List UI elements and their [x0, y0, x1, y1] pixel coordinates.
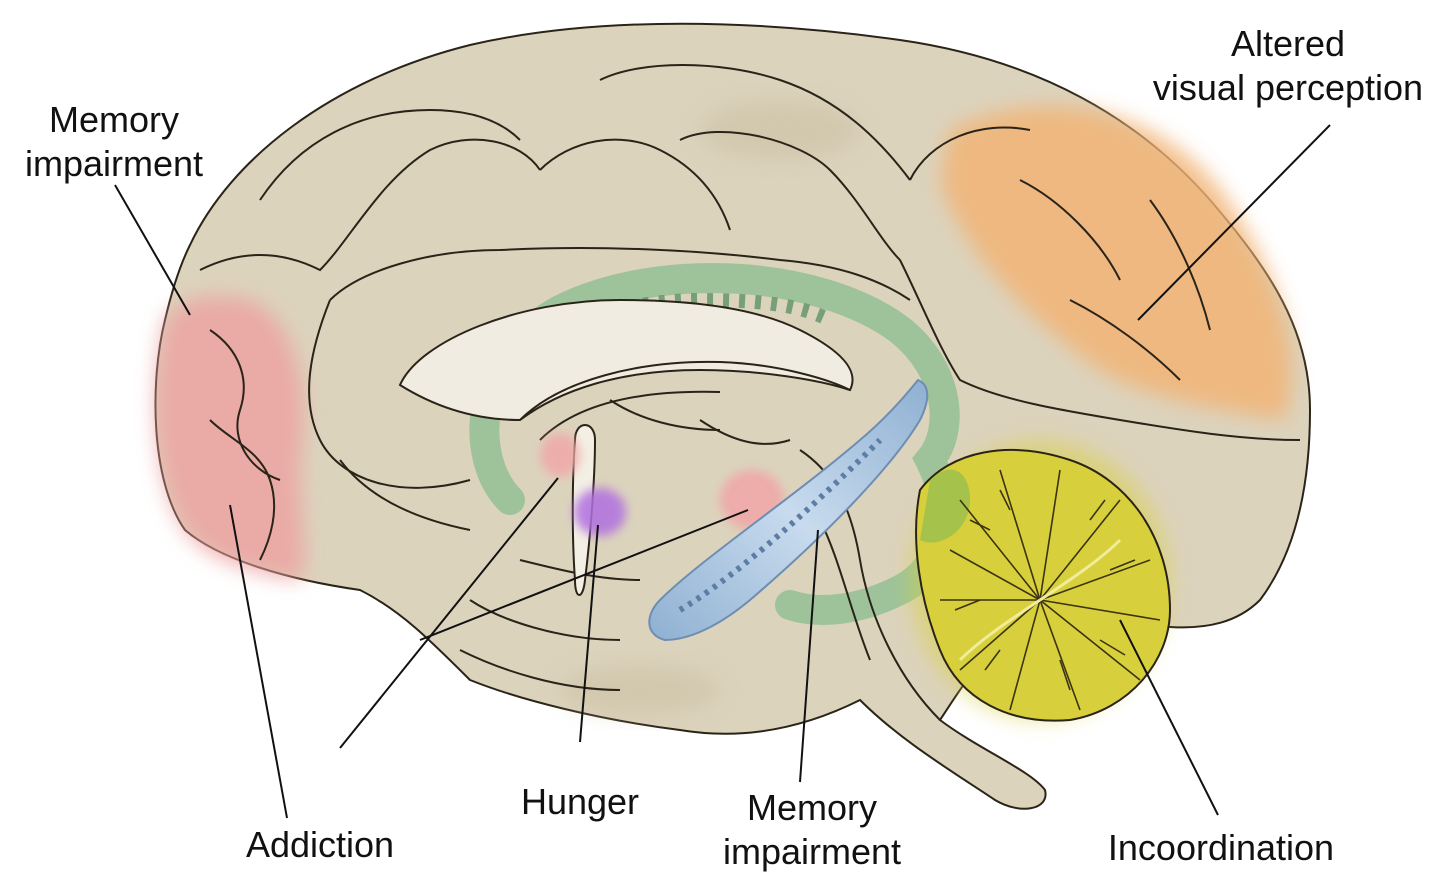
label-hunger: Hunger [505, 780, 655, 824]
label-incoordination: Incoordination [1095, 826, 1347, 870]
cerebellum-region [910, 440, 1170, 721]
label-memory-impairment-frontal: Memory impairment [8, 98, 220, 186]
label-memory-impairment-hippocampus: Memory impairment [706, 786, 918, 874]
hypothalamus-region [574, 488, 626, 536]
label-addiction: Addiction [230, 823, 410, 867]
label-altered-visual-perception: Altered visual perception [1140, 22, 1436, 110]
nucleus-accumbens-region [540, 433, 580, 477]
prefrontal-region [155, 296, 304, 580]
